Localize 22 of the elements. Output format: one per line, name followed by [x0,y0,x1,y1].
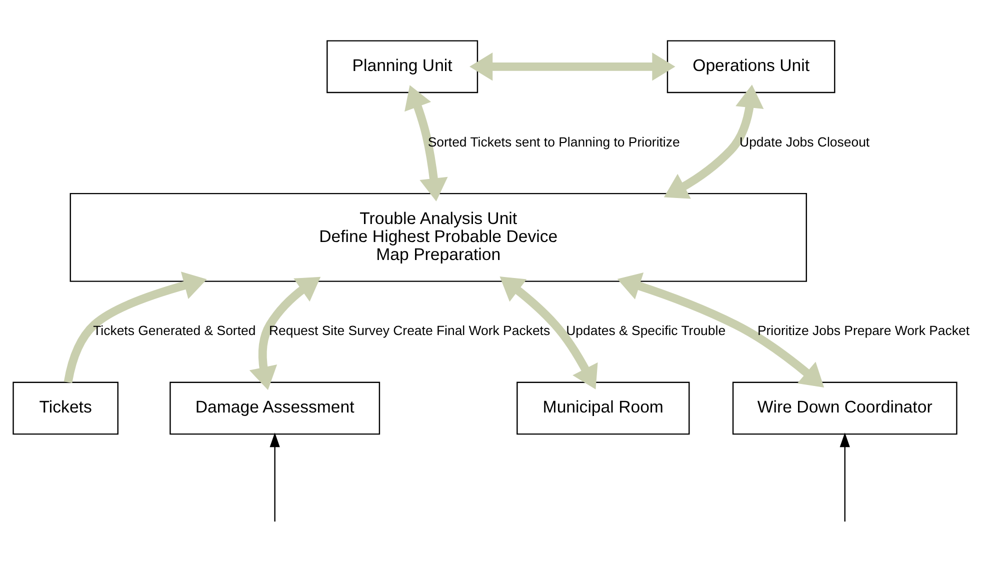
arrow [64,272,207,384]
arrow [500,276,598,390]
arrow [840,432,850,522]
arrow [270,432,280,522]
node-box: Planning Unit [326,40,478,94]
node-box: Operations Unit [666,40,836,94]
node-box: Municipal Room [516,382,690,435]
edge-label: Update Jobs Closeout [740,134,870,150]
arrow [664,84,764,199]
node-box: Tickets [12,382,118,435]
node-box: Damage Assessment [170,382,380,435]
node-box: Wire Down Coordinator [732,382,958,435]
arrow [470,52,676,81]
arrow [617,272,824,388]
edge-label: Updates & Specific Trouble [566,323,726,338]
node-box: Trouble Analysis Unit Define Highest Probable Device Map Preparation [70,192,807,282]
edge-label: Tickets Generated & Sorted [93,323,256,338]
edge-label: Sorted Tickets sent to Planning to Prioritize [428,134,680,150]
edge-label: Request Site Survey Create Final Work Packets [268,323,550,338]
arrow [404,85,448,202]
edge-label: Prioritize Jobs Prepare Work Packet [757,323,970,338]
arrow [249,276,321,390]
